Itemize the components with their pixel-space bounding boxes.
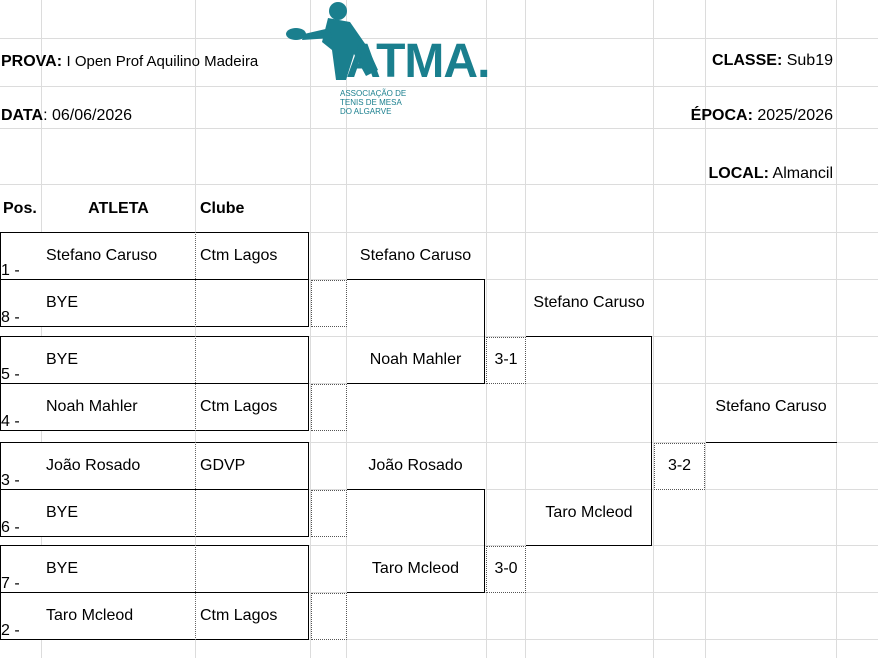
entry-athlete: BYE bbox=[46, 560, 79, 577]
logo-wordmark: ATMA. bbox=[346, 35, 490, 88]
round1-winner: Taro Mcleod bbox=[371, 560, 460, 577]
table-tennis-player-icon bbox=[286, 2, 378, 80]
row-divider bbox=[0, 592, 309, 593]
pos-column-header: Pos. bbox=[3, 200, 37, 217]
local-field: LOCAL: Almancil bbox=[709, 166, 833, 182]
bracket-line bbox=[706, 442, 837, 443]
local-value: Almancil bbox=[772, 165, 833, 182]
grid-line bbox=[705, 0, 706, 658]
entry-position: 4 - bbox=[1, 413, 20, 430]
prova-value: I Open Prof Aquilino Madeira bbox=[66, 53, 259, 70]
final-winner: Stefano Caruso bbox=[715, 398, 827, 415]
entry-club: Ctm Lagos bbox=[200, 607, 278, 624]
round2-winner: Taro Mcleod bbox=[545, 504, 633, 521]
grid-line bbox=[0, 38, 878, 39]
atleta-column-header: ATLETA bbox=[88, 200, 149, 217]
entry-athlete: João Rosado bbox=[46, 457, 141, 474]
entry-athlete: Stefano Caruso bbox=[46, 247, 158, 264]
bracket-line bbox=[526, 545, 652, 546]
local-label: LOCAL: bbox=[708, 165, 769, 182]
entry-athlete: Noah Mahler bbox=[46, 398, 138, 415]
entry-athlete: BYE bbox=[46, 351, 79, 368]
grid-line bbox=[0, 184, 878, 185]
entry-club: GDVP bbox=[200, 457, 246, 474]
logo-line-1: ASSOCIAÇÃO DE bbox=[340, 89, 407, 98]
row-divider bbox=[0, 383, 309, 384]
classe-field: CLASSE: Sub19 bbox=[712, 53, 833, 69]
bracket-line bbox=[651, 336, 652, 546]
entry-position: 6 - bbox=[1, 519, 20, 536]
bracket-line bbox=[347, 279, 485, 280]
entry-position: 1 - bbox=[1, 262, 20, 279]
column-divider bbox=[195, 336, 196, 431]
round1-winner: João Rosado bbox=[368, 457, 463, 474]
grid-line bbox=[0, 86, 878, 87]
classe-label: CLASSE: bbox=[712, 52, 783, 69]
grid-line bbox=[346, 0, 347, 658]
entry-position: 3 - bbox=[1, 472, 20, 489]
epoca-label: ÉPOCA: bbox=[690, 107, 753, 124]
row-divider bbox=[0, 279, 309, 280]
grid-line bbox=[0, 442, 878, 443]
bracket-line bbox=[347, 383, 485, 384]
entry-position: 2 - bbox=[1, 622, 20, 639]
round2-score: 3-1 bbox=[494, 351, 518, 368]
grid-line bbox=[653, 0, 654, 658]
entry-club: Ctm Lagos bbox=[200, 398, 278, 415]
grid-line bbox=[525, 0, 526, 658]
entry-position: 7 - bbox=[1, 575, 20, 592]
score-cell bbox=[311, 384, 347, 431]
epoca-value: 2025/2026 bbox=[757, 107, 833, 124]
grid-line bbox=[0, 639, 878, 640]
logo-line-3: DO ALGARVE bbox=[340, 107, 392, 116]
data-value: : 06/06/2026 bbox=[43, 107, 133, 124]
bracket-line bbox=[347, 489, 485, 490]
epoca-field: ÉPOCA: 2025/2026 bbox=[691, 108, 833, 124]
round1-winner: Noah Mahler bbox=[369, 351, 462, 368]
entry-athlete: BYE bbox=[46, 504, 79, 521]
prova-field: PROVA: I Open Prof Aquilino Madeira bbox=[1, 54, 258, 70]
round2-winner: Stefano Caruso bbox=[533, 294, 645, 311]
column-divider bbox=[195, 545, 196, 640]
logo-line-2: TENIS DE MESA bbox=[340, 98, 402, 107]
column-divider bbox=[195, 442, 196, 537]
bracket-line bbox=[484, 489, 485, 593]
score-cell bbox=[486, 546, 526, 593]
entry-position: 8 - bbox=[1, 309, 20, 326]
final-score: 3-2 bbox=[667, 457, 692, 474]
bracket-line bbox=[347, 592, 485, 593]
bracket-line bbox=[484, 279, 485, 384]
grid-line bbox=[0, 128, 878, 129]
entry-club: Ctm Lagos bbox=[200, 247, 278, 264]
column-divider bbox=[195, 232, 196, 327]
round2-score: 3-0 bbox=[494, 560, 518, 577]
clube-column-header: Clube bbox=[200, 200, 245, 217]
score-cell bbox=[486, 337, 526, 384]
grid-line bbox=[836, 0, 837, 658]
score-cell bbox=[311, 280, 347, 327]
score-cell bbox=[311, 490, 347, 537]
grid-line bbox=[195, 0, 196, 658]
entry-athlete: Taro Mcleod bbox=[46, 607, 134, 624]
data-field: DATA: 06/06/2026 bbox=[1, 108, 132, 124]
classe-value: Sub19 bbox=[786, 52, 833, 69]
bracket-line bbox=[526, 336, 652, 337]
row-divider bbox=[0, 489, 309, 490]
grid-line bbox=[310, 0, 311, 658]
grid-line bbox=[486, 0, 487, 658]
atma-logo: ATMA. ASSOCIAÇÃO DE TENIS DE MESA DO ALG… bbox=[284, 0, 498, 122]
data-label: DATA bbox=[1, 107, 44, 124]
score-cell bbox=[311, 593, 347, 640]
entry-athlete: BYE bbox=[46, 294, 79, 311]
prova-label: PROVA: bbox=[1, 53, 63, 70]
score-cell bbox=[654, 443, 705, 490]
grid-line bbox=[0, 336, 878, 337]
grid-line bbox=[0, 232, 878, 233]
grid-line bbox=[41, 0, 42, 658]
round1-winner: Stefano Caruso bbox=[359, 247, 472, 264]
entry-position: 5 - bbox=[1, 366, 20, 383]
grid-line bbox=[0, 545, 878, 546]
